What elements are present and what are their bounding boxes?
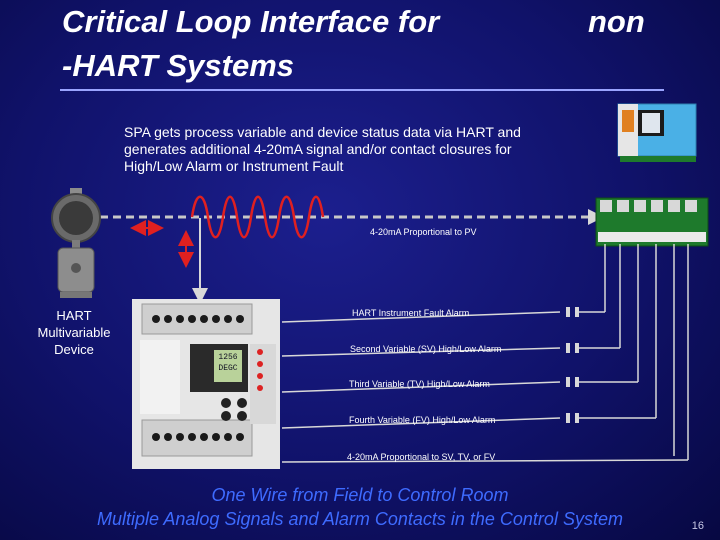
label-tv-alarm: Third Variable (TV) High/Low Alarm bbox=[349, 379, 490, 389]
double-arrow-icon bbox=[134, 228, 186, 264]
page-number: 16 bbox=[692, 520, 704, 532]
spa-module-icon bbox=[132, 299, 280, 469]
label-analog-out: 4-20mA Proportional to SV, TV, or FV bbox=[347, 452, 495, 462]
label-sv-alarm: Second Variable (SV) High/Low Alarm bbox=[350, 344, 501, 354]
label-fault-alarm: HART Instrument Fault Alarm bbox=[352, 308, 469, 318]
io-card-rack-icon bbox=[596, 198, 708, 246]
label-pv-loop: 4-20mA Proportional to PV bbox=[370, 227, 477, 237]
hart-transmitter-icon bbox=[52, 188, 100, 298]
label-fv-alarm: Fourth Variable (FV) High/Low Alarm bbox=[349, 415, 495, 425]
relay-contact-icon bbox=[566, 307, 656, 423]
footer-line1: One Wire from Field to Control Room bbox=[0, 485, 720, 506]
field-device-label-line2: Multivariable bbox=[26, 324, 122, 341]
control-system-computer-icon bbox=[618, 104, 696, 162]
footer-line2: Multiple Analog Signals and Alarm Contac… bbox=[0, 509, 720, 530]
field-device-label-line1: HART bbox=[26, 307, 122, 324]
rack-drop-wires bbox=[605, 244, 688, 460]
spa-display-line1: 1256 bbox=[214, 352, 242, 363]
spa-display: 1256 DEGC bbox=[214, 352, 242, 374]
spa-display-line2: DEGC bbox=[214, 363, 242, 374]
field-device-label-line3: Device bbox=[26, 341, 122, 358]
field-device-label: HART Multivariable Device bbox=[26, 307, 122, 358]
